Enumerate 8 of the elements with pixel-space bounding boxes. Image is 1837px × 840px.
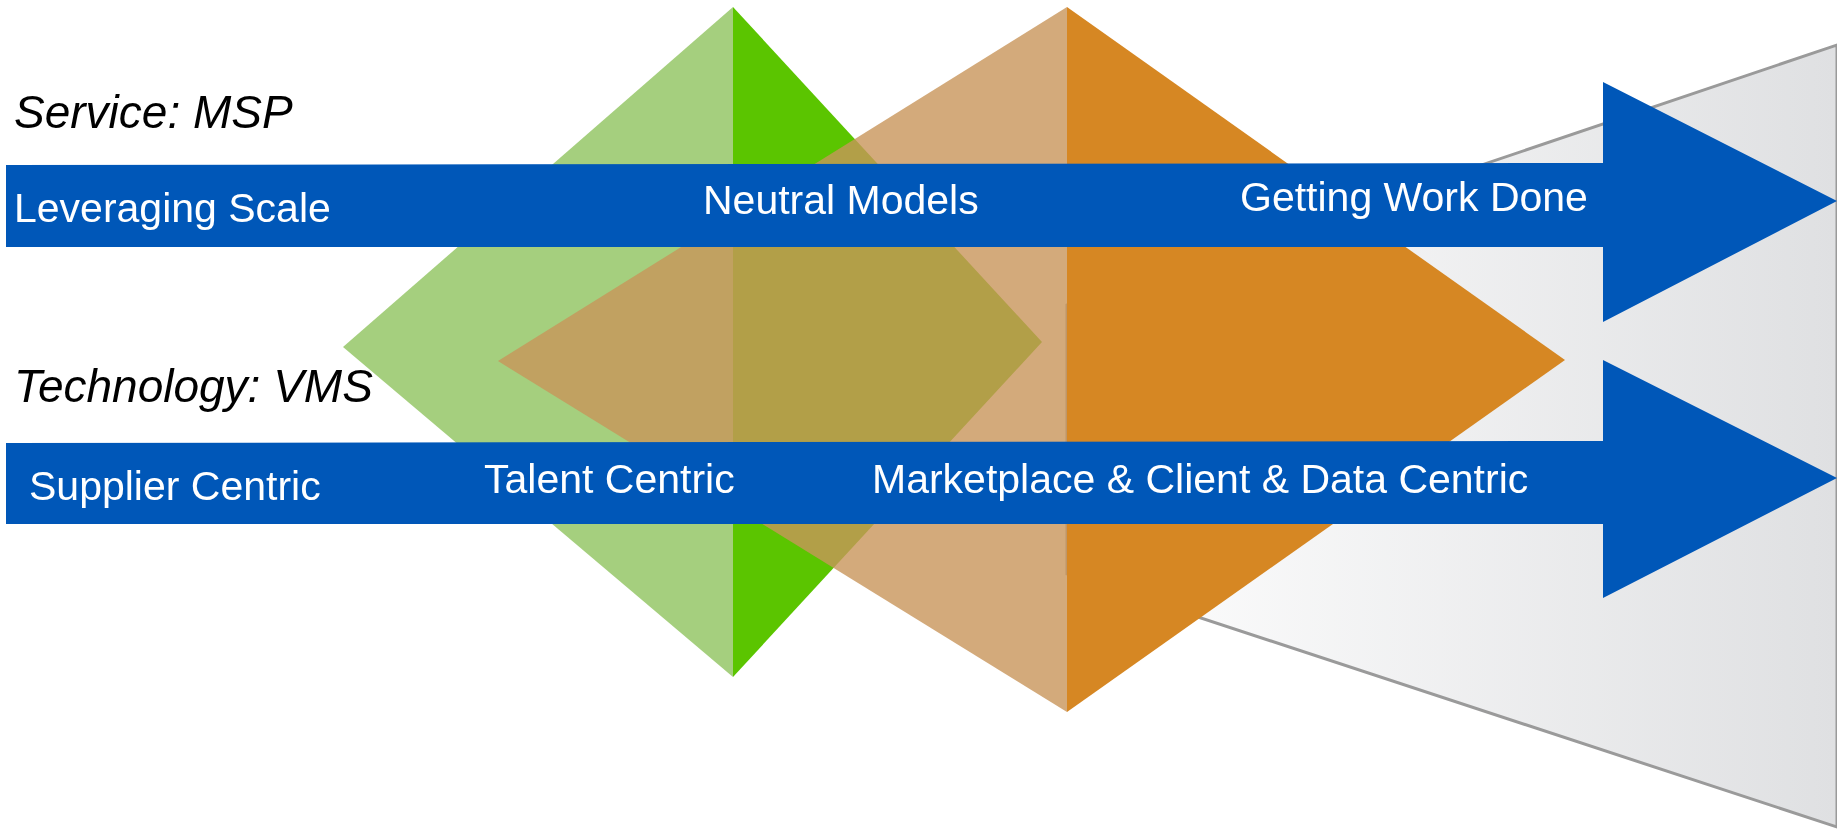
stage-label: Marketplace & Client & Data Centric bbox=[872, 456, 1529, 504]
row-heading: Service: MSP bbox=[14, 86, 293, 139]
stage-label: Talent Centric bbox=[484, 456, 735, 504]
stage-label: Getting Work Done bbox=[1240, 174, 1588, 222]
stage-label: Neutral Models bbox=[703, 177, 979, 225]
stage-label: Supplier Centric bbox=[29, 463, 321, 511]
stage-label: Leveraging Scale bbox=[14, 185, 331, 233]
row-heading: Technology: VMS bbox=[14, 360, 373, 413]
